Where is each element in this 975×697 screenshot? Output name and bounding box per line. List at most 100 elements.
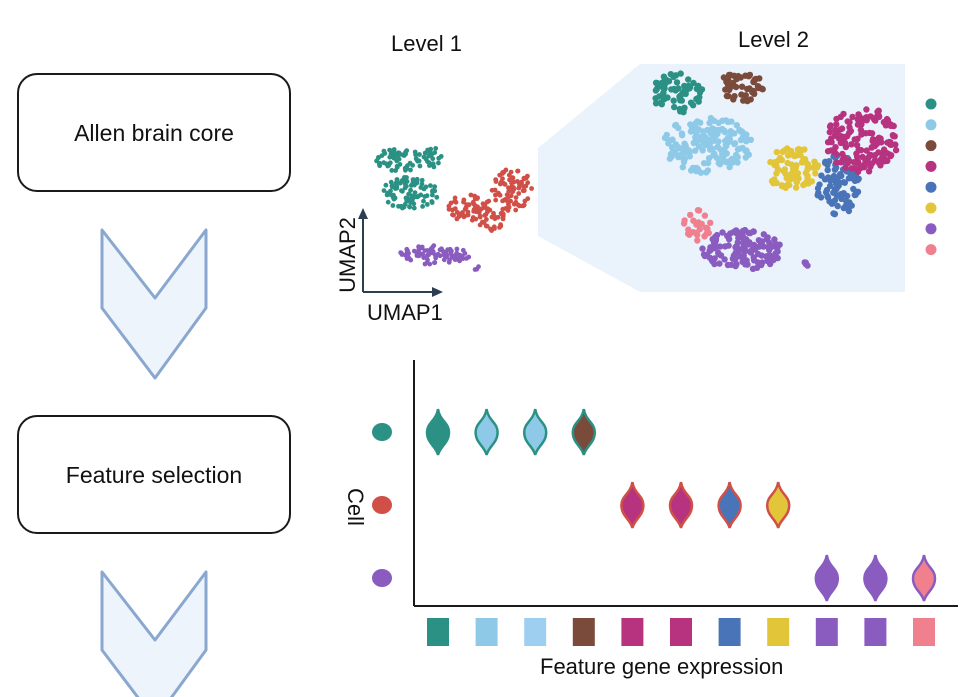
feature-gene-square <box>864 618 887 646</box>
scatter-point <box>680 220 688 227</box>
feature-gene-expression-label: Feature gene expression <box>540 654 784 679</box>
scatter-point <box>388 179 394 185</box>
scatter-point <box>841 134 849 141</box>
violin-shape <box>668 481 694 529</box>
scatter-point <box>507 177 512 183</box>
scatter-point <box>693 95 700 103</box>
scatter-point <box>681 155 688 163</box>
umap1-axis-label: UMAP1 <box>367 300 443 325</box>
feature-gene-squares <box>427 618 935 646</box>
scatter-point <box>837 171 844 178</box>
scatter-point <box>846 119 853 126</box>
scatter-point <box>454 250 460 256</box>
zoom-projection <box>538 64 905 292</box>
level2-title: Level 2 <box>738 27 809 52</box>
feature-gene-square <box>475 618 498 646</box>
scatter-point <box>389 168 395 173</box>
scatter-point <box>681 87 688 94</box>
scatter-point <box>867 152 875 159</box>
scatter-point <box>767 158 774 166</box>
scatter-point <box>666 155 674 162</box>
scatter-point <box>795 146 803 153</box>
legend-swatch-light_blue <box>925 119 937 131</box>
scatter-point <box>737 253 744 260</box>
scatter-point <box>854 188 862 195</box>
scatter-point <box>417 152 422 157</box>
scatter-point <box>747 249 755 256</box>
scatter-point <box>692 147 699 154</box>
scatter-point <box>657 99 664 107</box>
scatter-point <box>414 251 420 256</box>
scatter-point <box>460 247 466 253</box>
feature-gene-square <box>427 618 449 646</box>
scatter-point <box>407 204 413 210</box>
scatter-point <box>870 115 877 122</box>
scatter-point <box>440 249 446 254</box>
violin-shape <box>522 408 548 456</box>
feature-gene-square <box>621 618 644 646</box>
scatter-point <box>432 184 438 190</box>
scatter-point <box>385 199 391 205</box>
scatter-point <box>416 244 421 250</box>
scatter-point <box>857 126 865 134</box>
scatter-point <box>714 143 721 150</box>
scatter-point <box>834 202 841 210</box>
scatter-point <box>391 196 397 202</box>
scatter-point <box>495 214 501 220</box>
scatter-point <box>849 113 856 121</box>
scatter-point <box>513 195 519 201</box>
legend-swatch-purple <box>925 223 937 235</box>
scatter-point <box>402 185 408 191</box>
scatter-point <box>396 156 402 162</box>
scatter-point <box>855 111 862 118</box>
scatter-point <box>679 164 686 171</box>
scatter-point <box>425 248 430 253</box>
scatter-point <box>833 150 840 158</box>
scatter-point <box>726 163 733 171</box>
scatter-point <box>781 147 788 154</box>
scatter-point <box>868 144 875 151</box>
scatter-point <box>732 249 739 257</box>
scatter-point <box>500 171 505 176</box>
scatter-point <box>413 152 418 158</box>
scatter-point <box>778 182 786 189</box>
scatter-point <box>734 239 741 246</box>
scatter-point <box>393 180 399 186</box>
scatter-point <box>431 243 437 249</box>
scatter-point <box>685 147 692 154</box>
feature-gene-square <box>524 618 547 646</box>
scatter-point <box>785 181 792 188</box>
scatter-point <box>731 140 738 148</box>
scatter-point <box>830 189 837 196</box>
scatter-point <box>701 138 709 145</box>
scatter-point <box>670 73 677 81</box>
scatter-point <box>758 261 765 269</box>
scatter-point <box>675 153 682 161</box>
scatter-point <box>788 170 796 177</box>
scatter-point <box>732 256 739 263</box>
scatter-point <box>397 180 403 186</box>
scatter-point <box>863 106 870 113</box>
scatter-point <box>519 179 524 185</box>
scatter-point <box>496 190 501 196</box>
scatter-point <box>694 231 701 239</box>
scatter-point <box>854 121 862 128</box>
scatter-point <box>381 160 387 166</box>
scatter-point <box>485 207 490 213</box>
scatter-point <box>792 184 800 191</box>
scatter-point <box>482 203 488 209</box>
scatter-point <box>379 153 385 159</box>
scatter-point <box>703 230 710 237</box>
scatter-point <box>377 160 382 166</box>
scatter-point <box>461 214 467 220</box>
scatter-point <box>868 160 876 167</box>
scatter-point <box>766 260 774 268</box>
scatter-point <box>884 157 891 165</box>
scatter-point <box>832 126 839 134</box>
scatter-point <box>858 163 865 170</box>
scatter-point <box>383 182 389 188</box>
scatter-point <box>774 248 781 255</box>
scatter-point <box>694 118 701 125</box>
violins <box>425 408 937 602</box>
scatter-point <box>879 152 886 159</box>
